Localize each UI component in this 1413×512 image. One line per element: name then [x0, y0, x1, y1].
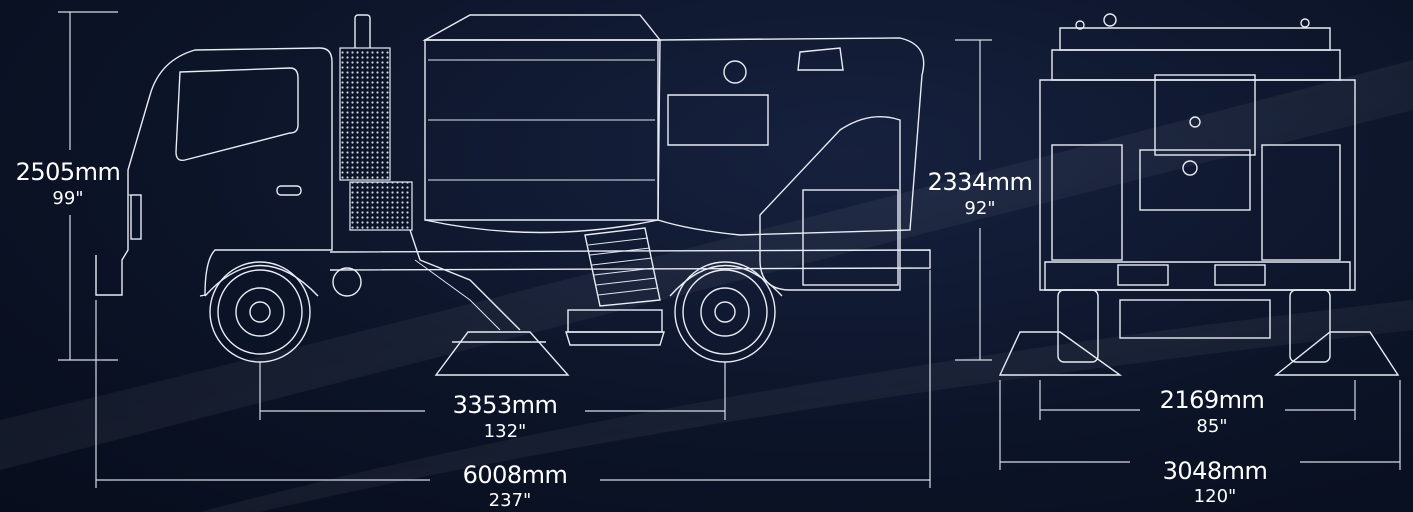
height-overall-imperial: 99" [52, 188, 83, 209]
cab-window [175, 67, 299, 162]
front-top-frame [1059, 27, 1331, 51]
width-overall-imperial: 120" [1194, 486, 1237, 507]
elevator-spring [584, 227, 661, 307]
length-overall-imperial: 237" [489, 490, 532, 511]
gutter-broom-left [434, 331, 570, 376]
exhaust-stack [354, 14, 371, 51]
width-overall-metric: 3048mm [1163, 457, 1268, 485]
height-overall-metric: 2505mm [16, 158, 121, 186]
dimension-labels: 2505mm 99" 2334mm 92" 3353mm 132" 6008mm… [16, 158, 1268, 511]
cab-outline [95, 47, 333, 297]
side-view-sweeper [95, 14, 931, 376]
front-right-tire [1289, 289, 1331, 363]
height-body-metric: 2334mm [928, 168, 1033, 196]
front-left-tire [1057, 289, 1099, 363]
hopper-body [424, 39, 661, 221]
wheelbase-imperial: 132" [484, 421, 527, 442]
cab-door-handle [276, 185, 302, 196]
track-width-metric: 2169mm [1160, 386, 1265, 414]
wheelbase-metric: 3353mm [453, 391, 558, 419]
length-overall-metric: 6008mm [463, 461, 568, 489]
track-width-imperial: 85" [1196, 416, 1227, 437]
background-streaks [0, 60, 1413, 512]
front-view-sweeper [998, 13, 1400, 376]
height-body-imperial: 92" [964, 198, 995, 219]
front-broom-right [1273, 331, 1400, 376]
rear-compartment [657, 37, 925, 236]
front-broom-left [998, 331, 1123, 376]
dimension-lines [58, 11, 1401, 488]
